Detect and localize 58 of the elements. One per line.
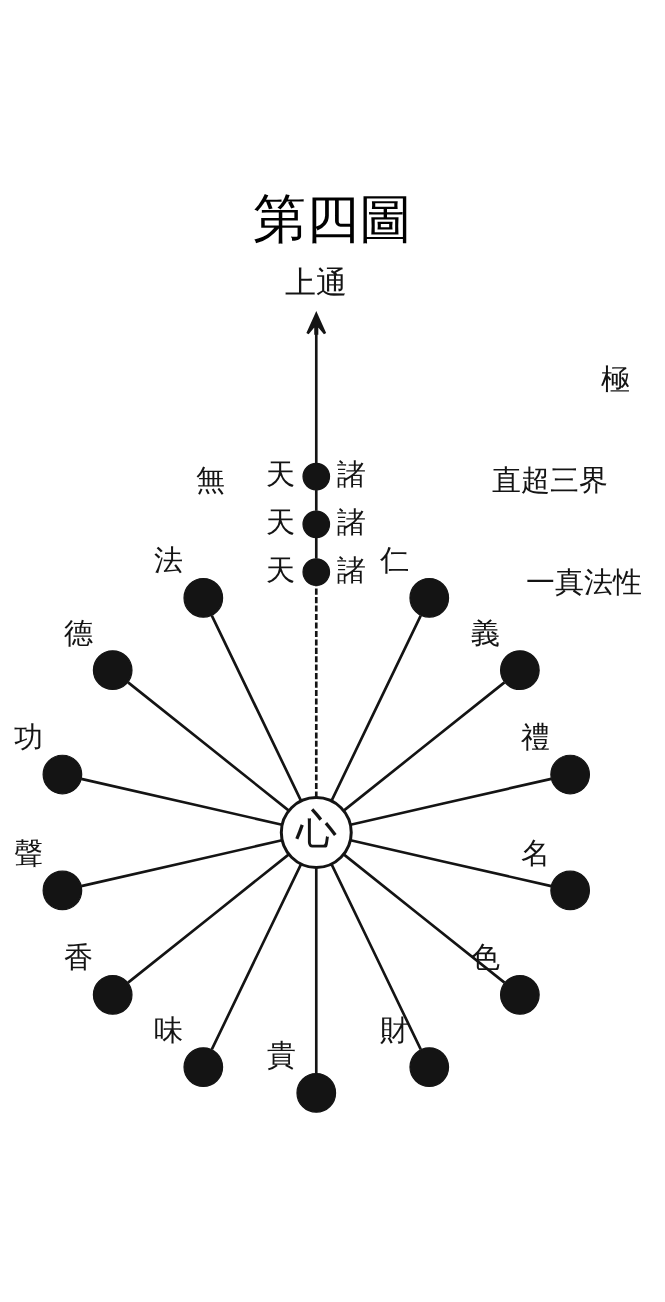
node-circle — [183, 1047, 224, 1087]
connector — [80, 839, 283, 888]
connector — [314, 490, 318, 511]
node-label: 天 — [265, 505, 295, 538]
connector — [314, 537, 318, 559]
connector — [314, 867, 318, 1074]
node-label: 名 — [521, 836, 551, 869]
node-circle — [296, 1073, 337, 1113]
connector — [210, 615, 303, 802]
connector — [80, 777, 283, 826]
node-label: 諸 — [336, 505, 366, 538]
node-label: 聲 — [13, 836, 43, 869]
node-label: 功 — [13, 721, 43, 754]
label: 極 — [600, 363, 630, 396]
arrow — [306, 312, 327, 464]
node-label: 財 — [380, 1013, 410, 1046]
node-label: 香 — [63, 941, 93, 974]
node-label: 法 — [154, 544, 184, 577]
node-circle — [302, 558, 331, 586]
node-label: 味 — [154, 1013, 184, 1046]
node-label: 諸 — [336, 553, 366, 586]
node-circle — [499, 650, 540, 691]
node-label: 色 — [471, 941, 501, 974]
node-label: 諸 — [336, 458, 366, 491]
label: 直超三界 — [492, 464, 609, 497]
node-label: 仁 — [380, 544, 410, 577]
connector — [350, 777, 552, 826]
node-circle — [499, 974, 540, 1015]
node-circle — [42, 870, 83, 911]
connector — [127, 681, 290, 812]
node-circle — [183, 578, 224, 618]
connector — [342, 681, 506, 812]
node-circle — [302, 462, 331, 491]
node-label: 貴 — [267, 1039, 297, 1072]
node-circle — [92, 974, 133, 1015]
node-label: 禮 — [521, 721, 551, 754]
connector — [330, 863, 422, 1050]
node-circle — [42, 754, 83, 795]
connector — [350, 839, 552, 888]
node-label: 天 — [265, 458, 295, 491]
node-circle — [302, 510, 331, 539]
label: 無 — [195, 464, 225, 497]
connector — [330, 615, 422, 802]
node-circle — [409, 578, 450, 618]
node-label: 義 — [471, 616, 501, 649]
node-circle — [92, 650, 133, 691]
node-label: 德 — [63, 616, 93, 649]
connector — [210, 863, 303, 1050]
node-text: 上通 — [285, 265, 348, 301]
connector — [127, 853, 290, 984]
diagram-title: 第四圖 — [253, 190, 412, 249]
node-label: 天 — [265, 553, 295, 586]
node-circle — [409, 1047, 450, 1087]
connector — [342, 853, 506, 984]
label: 一真法性 — [525, 565, 642, 598]
node-circle — [550, 754, 591, 795]
node-circle — [550, 870, 591, 911]
node-circle: 心 — [279, 796, 353, 869]
